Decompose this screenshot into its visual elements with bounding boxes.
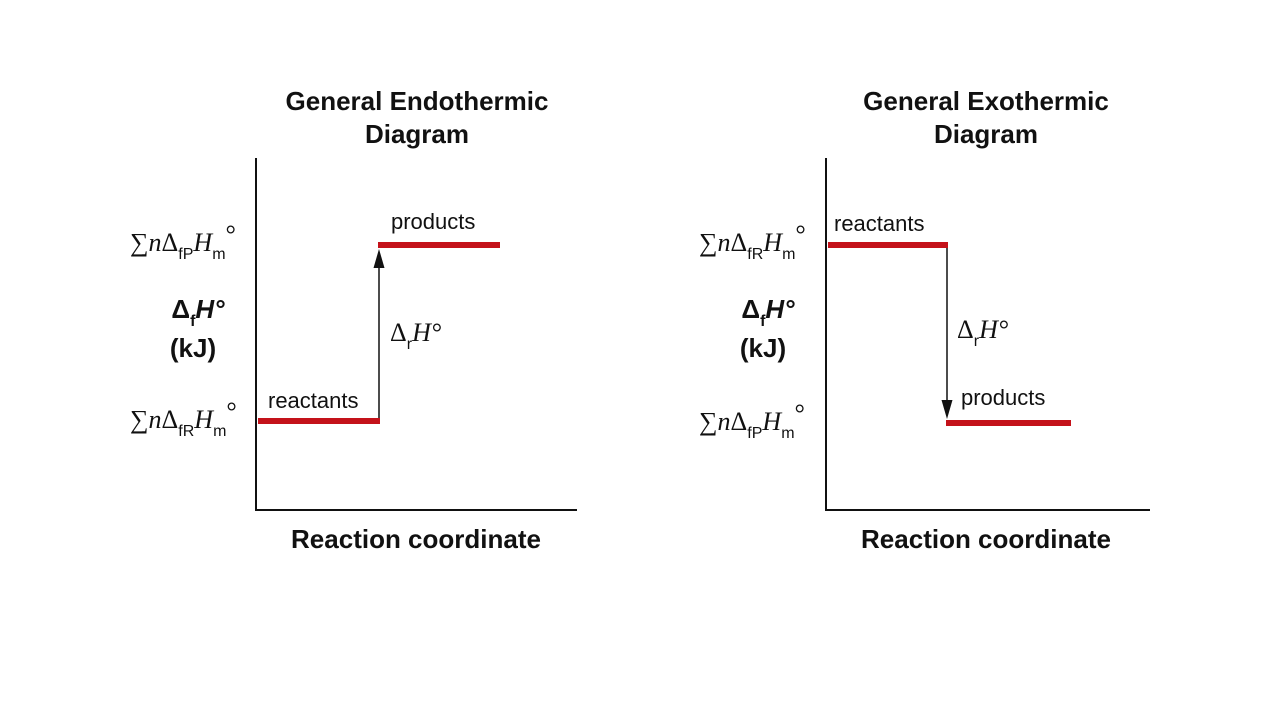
- exothermic-title-line1: General Exothermic: [863, 86, 1109, 116]
- arrow-up-icon: [373, 249, 385, 268]
- exothermic-y-unit: (kJ): [740, 333, 786, 363]
- exothermic-lower-level-expression: ∑nΔfPHm°: [699, 399, 805, 442]
- endothermic-title-line2: Diagram: [365, 119, 469, 149]
- endothermic-reactants-label: reactants: [268, 388, 359, 413]
- endothermic-y-title: ΔfH°: [171, 294, 225, 330]
- exothermic-change-label: ΔrH°: [957, 315, 1008, 350]
- endothermic-diagram: General Endothermic Diagram reactants pr…: [130, 86, 577, 554]
- endothermic-x-label: Reaction coordinate: [291, 524, 541, 554]
- exothermic-diagram: General Exothermic Diagram reactants pro…: [699, 86, 1150, 554]
- endothermic-y-unit: (kJ): [170, 333, 216, 363]
- exothermic-x-label: Reaction coordinate: [861, 524, 1111, 554]
- exothermic-products-label: products: [961, 385, 1045, 410]
- endothermic-products-label: products: [391, 209, 475, 234]
- exothermic-reactants-label: reactants: [834, 211, 925, 236]
- endothermic-upper-level-expression: ∑nΔfPHm°: [130, 220, 236, 263]
- exothermic-title-line2: Diagram: [934, 119, 1038, 149]
- arrow-down-icon: [941, 400, 953, 419]
- endothermic-change-label: ΔrH°: [390, 318, 441, 353]
- exothermic-y-title: ΔfH°: [741, 294, 795, 330]
- endothermic-title-line1: General Endothermic: [286, 86, 549, 116]
- endothermic-lower-level-expression: ∑nΔfRHm°: [130, 397, 237, 440]
- exothermic-upper-level-expression: ∑nΔfRHm°: [699, 220, 806, 263]
